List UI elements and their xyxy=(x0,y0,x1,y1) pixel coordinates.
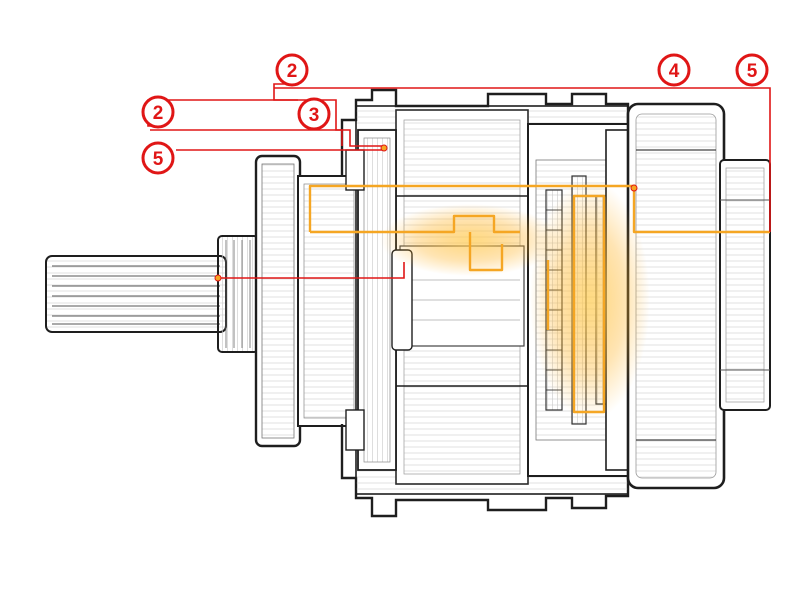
leader-shaft xyxy=(218,262,405,279)
callout-3: 3 xyxy=(297,97,331,131)
callout-label: 5 xyxy=(153,149,164,170)
callout-left-5: 5 xyxy=(141,141,175,175)
motor-drum xyxy=(626,102,771,490)
callout-label: 5 xyxy=(747,61,758,82)
spline-hub xyxy=(217,235,259,353)
callout-label: 3 xyxy=(309,105,320,126)
leader-c5-c6 xyxy=(274,87,771,232)
output-flange xyxy=(254,154,361,448)
leader-c3 xyxy=(150,129,384,147)
callout-left-2: 2 xyxy=(141,95,175,129)
callout-right-5: 5 xyxy=(735,53,769,87)
leader-dots xyxy=(214,144,638,282)
callout-4: 4 xyxy=(657,53,691,87)
callout-label: 2 xyxy=(153,103,164,124)
callout-label: 4 xyxy=(669,61,680,82)
callout-top-2: 2 xyxy=(275,53,309,87)
callout-label: 2 xyxy=(287,61,298,82)
output-shaft xyxy=(45,255,227,333)
